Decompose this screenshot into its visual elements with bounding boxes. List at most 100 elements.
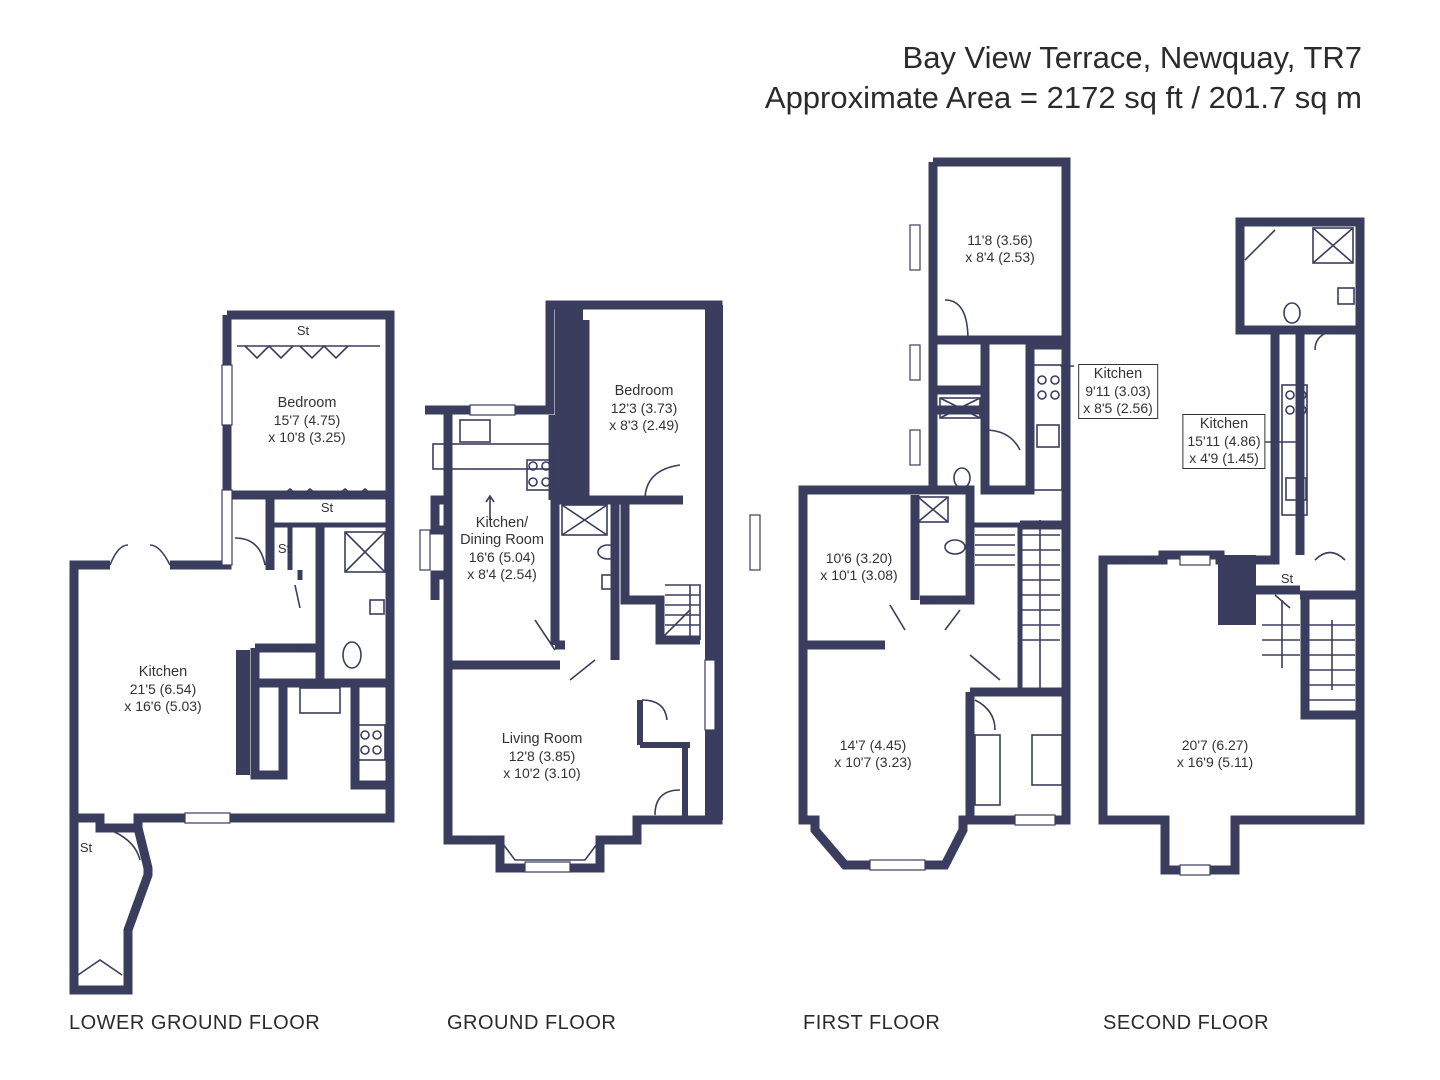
lg-inner-wall: [227, 490, 390, 790]
ff-rear-room-label: 11'8 (3.56) x 8'4 (2.53): [965, 232, 1035, 266]
lg-bedroom-dim1: 15'7 (4.75): [273, 412, 341, 428]
lg-solid-wall: [236, 650, 250, 775]
second-floor-plan: [1098, 217, 1365, 875]
ff-window-side2: [909, 429, 921, 466]
ff-kitchen-counter: [1031, 364, 1063, 491]
gf-window-side: [419, 529, 431, 571]
ff-kitchen-small: [974, 734, 1001, 806]
gf-kitchen-arrow: [485, 494, 495, 520]
ff-shower-lower: [917, 496, 949, 523]
lg-wardrobe-doors: [237, 344, 380, 499]
sf-arrows: [1260, 437, 1304, 447]
lg-bedroom-label: Bedroom 15'7 (4.75) x 10'8 (3.25): [268, 395, 345, 446]
sf-basin: [1337, 287, 1355, 305]
ff-fridge: [1031, 734, 1063, 786]
lg-partition: [270, 522, 390, 580]
gf-kitchen-counter: [432, 443, 554, 470]
lg-window-side: [221, 364, 233, 426]
ff-window-mid: [749, 514, 761, 571]
gf-stairs: [665, 584, 701, 640]
ff-doors: [889, 299, 1021, 731]
gf-window-kitchen: [469, 404, 516, 416]
first-floor-plan: [798, 157, 1071, 870]
sf-window-bottom: [1179, 864, 1211, 876]
lg-window-side-lower: [221, 489, 233, 566]
ff-front-room-dim1: 14'7 (4.45): [839, 737, 907, 753]
ff-sink: [1036, 424, 1060, 448]
sf-doors: [1274, 329, 1346, 609]
ff-window-rear: [909, 224, 921, 271]
floor-label-second: SECOND FLOOR: [1103, 1012, 1270, 1034]
sf-kitchen-counter: [1281, 384, 1308, 516]
ff-front-room-dim2: x 10'7 (3.23): [834, 754, 912, 770]
floor-label-first: FIRST FLOOR: [803, 1012, 941, 1034]
lg-storage-label-2: St: [320, 500, 334, 515]
lg-sink-unit: [299, 687, 341, 714]
gf-living-room-dim2: x 10'2 (3.10): [503, 765, 581, 781]
lg-hob: [356, 724, 386, 761]
property-address: Bay View Terrace, Newquay, TR7: [902, 40, 1362, 75]
sf-kitchen-dim1: 15'11 (4.86): [1187, 433, 1261, 449]
sf-outer-wall: [1098, 217, 1365, 875]
lg-kitchen-dim2: x 16'6 (5.03): [124, 698, 202, 714]
sf-solid-wall: [1218, 555, 1256, 625]
gf-toilet: [597, 544, 619, 560]
gf-living-room-name: Living Room: [501, 731, 583, 747]
lg-storage-label-1: St: [296, 323, 310, 338]
floor-label-ground: GROUND FLOOR: [447, 1012, 617, 1034]
gf-kitchen-dining-dim1: 16'6 (5.04): [468, 549, 536, 565]
approximate-area: Approximate Area = 2172 sq ft / 201.7 sq…: [764, 80, 1362, 115]
lg-shower: [344, 531, 386, 573]
gf-hob: [526, 459, 554, 491]
gf-doors: [534, 464, 691, 816]
gf-kitchen-dining-name1: Kitchen/: [475, 515, 529, 531]
ff-middle-room-dim1: 10'6 (3.20): [825, 550, 893, 566]
ff-window-front: [1014, 814, 1056, 826]
lg-doors: [77, 537, 301, 976]
ff-kitchen-dim2: x 8'5 (2.56): [1083, 400, 1153, 416]
gf-kitchen-dining-label: Kitchen/ Dining Room 16'6 (5.04) x 8'4 (…: [460, 515, 544, 583]
gf-shower: [561, 504, 608, 536]
gf-hall-walls: [637, 700, 690, 820]
sf-main-room-label: 20'7 (6.27) x 16'9 (5.11): [1177, 737, 1253, 771]
ff-middle-room-label: 10'6 (3.20) x 10'1 (3.08): [820, 550, 897, 584]
ff-toilet-lower: [944, 539, 966, 555]
lg-storage-label-3: St: [277, 541, 291, 556]
lg-bedroom-dim2: x 10'8 (3.25): [268, 429, 346, 445]
sf-main-room-dim2: x 16'9 (5.11): [1176, 754, 1254, 770]
sf-stairs: [1262, 600, 1355, 701]
gf-window-hall: [704, 659, 716, 731]
sf-main-room-dim1: 20'7 (6.27): [1181, 737, 1249, 753]
ff-middle-room-dim2: x 10'1 (3.08): [820, 567, 898, 583]
lg-bedroom-name: Bedroom: [277, 395, 337, 411]
ff-kitchen-label: Kitchen 9'11 (3.03) x 8'5 (2.56): [1078, 364, 1158, 419]
gf-window-bay: [524, 861, 571, 873]
lg-window-front: [184, 812, 231, 824]
gf-bay-window: [499, 839, 601, 861]
lg-store-wall: [69, 818, 153, 995]
gf-bedroom-dim1: 12'3 (3.73): [610, 400, 678, 416]
gf-kitchen-dining-dim2: x 8'4 (2.54): [467, 566, 537, 582]
gf-basin: [601, 574, 617, 590]
gf-bedroom-name: Bedroom: [614, 383, 674, 399]
ff-toilet-upper: [953, 467, 971, 489]
gf-sink: [459, 419, 491, 443]
ff-bay-window: [814, 829, 964, 866]
lg-basin: [369, 599, 385, 615]
lg-toilet: [342, 641, 362, 669]
ff-front-room-label: 14'7 (4.45) x 10'7 (3.23): [834, 737, 911, 771]
gf-living-room-dim1: 12'8 (3.85): [508, 748, 576, 764]
ff-kitchen-pointer: [1060, 361, 1074, 371]
sf-window-top: [1179, 554, 1211, 566]
lg-kitchen-dim1: 21'5 (6.54): [129, 681, 197, 697]
sf-shower: [1312, 227, 1354, 264]
ff-window-bay: [869, 859, 926, 871]
gf-kitchen-dining-name2: Dining Room: [460, 532, 544, 548]
gf-bedroom-label: Bedroom 12'3 (3.73) x 8'3 (2.49): [609, 383, 679, 434]
sf-sink: [1285, 477, 1307, 501]
sf-kitchen-label: Kitchen 15'11 (4.86) x 4'9 (1.45): [1182, 414, 1266, 469]
lg-kitchen-label: Kitchen 21'5 (6.54) x 16'6 (5.03): [124, 664, 201, 715]
ff-stairs: [975, 520, 1060, 690]
sf-toilet: [1283, 302, 1301, 324]
lg-kitchen-name: Kitchen: [138, 664, 188, 680]
